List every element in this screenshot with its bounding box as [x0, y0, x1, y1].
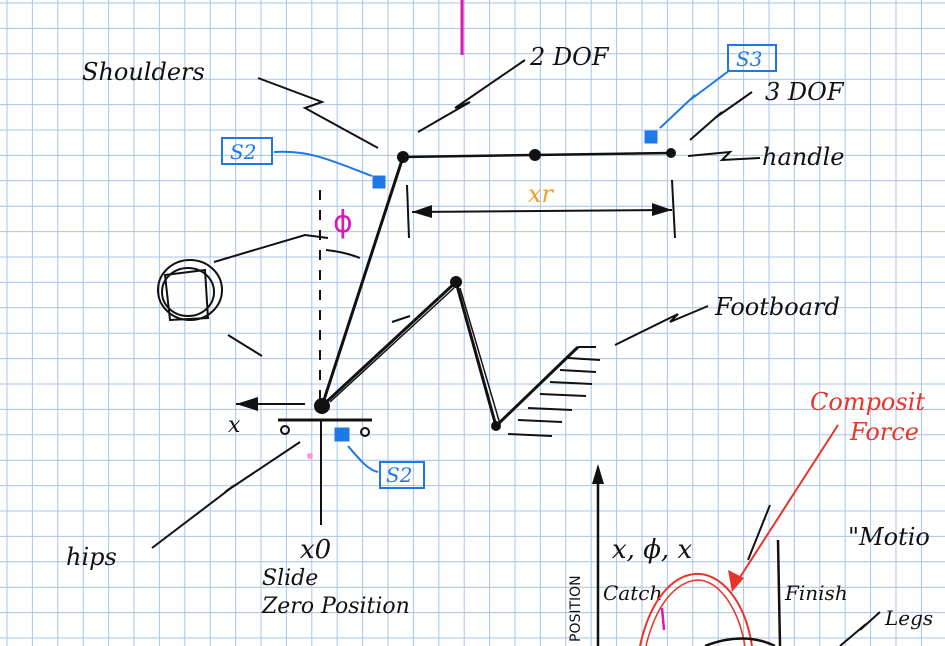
axis-vars-slash [747, 504, 771, 561]
thigh-line [320, 280, 458, 408]
rower-head [157, 259, 223, 322]
motion-label: "Motio [848, 523, 930, 551]
position-axis-label: POSITION [568, 575, 584, 642]
pink-dot [307, 453, 313, 459]
sensor-handle-marker [644, 130, 658, 144]
s3-label: S3 [736, 47, 762, 71]
sensor-shoulder-marker [372, 175, 386, 189]
handle-leader [687, 150, 761, 162]
foot-line [494, 345, 580, 428]
composite-label: Composit [810, 388, 925, 416]
s3-box [727, 44, 777, 72]
x-direction-arrowhead [236, 397, 258, 411]
s3-leader [659, 69, 731, 129]
footboard-hatching [507, 346, 601, 437]
black-curve-bottom [704, 637, 776, 646]
knee-joint [450, 276, 462, 288]
catch-label: Catch [603, 581, 662, 605]
head-to-torso-line [213, 233, 329, 263]
composite-force-curve-2 [645, 579, 746, 646]
three-dof-leader [689, 91, 753, 141]
thigh-line-2 [329, 287, 455, 403]
phi-arc [325, 249, 361, 259]
zero-position-label: Zero Position [261, 594, 410, 619]
two-dof-leader [417, 59, 526, 133]
axis-variables-label: x, ϕ, x [612, 535, 692, 565]
hips-label: hips [66, 543, 117, 571]
footboard-leader [614, 305, 709, 346]
handle-joint [666, 148, 676, 158]
xr-right-tick [671, 179, 676, 239]
x-direction-label: x [228, 413, 241, 438]
xr-arrow-left [412, 205, 432, 218]
slide-label: Slide [262, 566, 318, 591]
xr-arrow-right [652, 203, 672, 216]
xr-dimension-line [411, 209, 673, 213]
mid-joint [529, 149, 541, 161]
composite-force-curve [639, 572, 753, 646]
hip-joint [314, 398, 330, 414]
seat-wheel-right [360, 427, 370, 437]
legs-leader [839, 611, 881, 646]
three-dof-label: 3 DOF [765, 78, 845, 106]
arm-hint [391, 315, 411, 323]
shin-line [454, 281, 498, 427]
phi-label: ϕ [333, 205, 353, 240]
torso-line [320, 156, 405, 407]
handle-label: handle [762, 143, 844, 171]
chart-right-vertical [776, 539, 782, 646]
force-leader [734, 424, 839, 586]
shin-line-2 [459, 287, 501, 425]
xr-label: xr [528, 180, 555, 208]
shoulders-leader [257, 77, 379, 149]
chart-y-arrowhead [592, 464, 604, 484]
two-dof-label: 2 DOF [529, 43, 610, 71]
s2-top-box [221, 137, 273, 165]
footboard-label: Footboard [714, 293, 840, 321]
s2-bottom-label: S2 [386, 463, 412, 487]
s2-top-leader [273, 150, 373, 177]
s2-bottom-leader [347, 445, 379, 473]
sensor-seat-marker [334, 427, 350, 442]
head-lower-stroke [227, 334, 263, 357]
legs-label: Legs [884, 606, 933, 630]
seat-wheel-left [280, 425, 290, 435]
finish-label: Finish [784, 581, 848, 605]
magenta-chart-mark [660, 607, 666, 631]
hips-leader [151, 441, 301, 549]
s2-bottom-box [379, 461, 425, 489]
force-label: Force [849, 418, 919, 446]
xr-left-tick [406, 184, 410, 239]
ankle-joint [491, 421, 501, 431]
force-arrowhead [728, 570, 744, 592]
x0-label: x0 [300, 535, 331, 565]
s2-top-label: S2 [230, 140, 256, 164]
shoulders-label: Shoulders [82, 58, 205, 86]
